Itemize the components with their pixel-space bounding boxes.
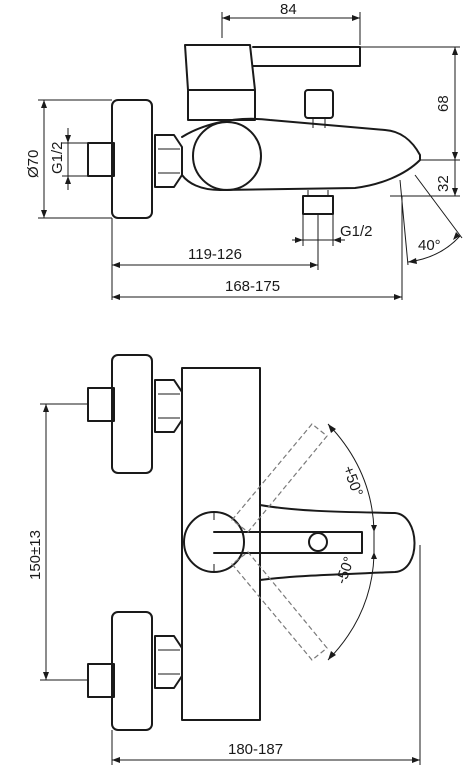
side-view: 84 68 32 Ø70 G1/2 G1/2 (25, 1, 463, 300)
dim-32: 32 (435, 175, 452, 192)
dim-range-180-187: 180-187 (228, 741, 283, 758)
top-view: +50° -50° 150±13 180-187 (27, 354, 421, 765)
dim-84: 84 (280, 1, 297, 18)
lower-flange (111, 611, 153, 731)
dim-thread-inlet: G1/2 (49, 141, 66, 174)
lever-arm (252, 46, 361, 67)
inlet-pipe (87, 142, 115, 177)
lever-pos-minus50 (231, 551, 328, 661)
lever-handle (184, 44, 256, 91)
top-diverter (308, 532, 328, 552)
upper-hex-nut (154, 379, 183, 433)
lower-hex-nut (154, 635, 183, 689)
dim-centers-150: 150±13 (27, 530, 44, 580)
wall-flange (111, 99, 153, 219)
cartridge-circle (192, 121, 262, 191)
spout (259, 504, 416, 581)
dim-68: 68 (435, 95, 452, 112)
lever-stem (187, 90, 256, 121)
main-body (181, 367, 261, 721)
top-lever (213, 531, 363, 554)
dim-spout-angle: 40° (418, 237, 441, 254)
upper-inlet-pipe (87, 387, 115, 422)
top-cartridge (183, 511, 245, 573)
mixer-body (181, 117, 421, 191)
shower-outlet (302, 195, 334, 215)
dim-range-119-126: 119-126 (188, 246, 242, 263)
lever-pos-plus50 (231, 423, 328, 533)
diverter-knob (304, 89, 334, 119)
upper-flange (111, 354, 153, 474)
dim-rot-minus: -50° (333, 555, 358, 587)
dim-range-168-175: 168-175 (225, 278, 280, 295)
dim-thread-outlet: G1/2 (340, 223, 373, 240)
dim-diameter-70: Ø70 (25, 150, 42, 178)
hex-nut (154, 134, 183, 188)
dim-rot-plus: +50° (339, 464, 366, 499)
lower-inlet-pipe (87, 663, 115, 698)
